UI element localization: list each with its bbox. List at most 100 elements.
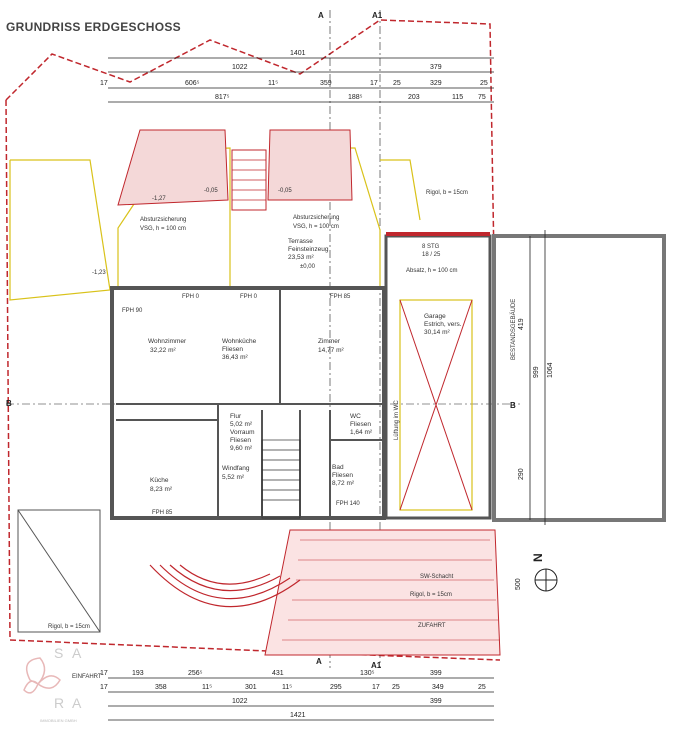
label-level-00: ±0,00: [300, 264, 316, 270]
parking-spot: [17, 509, 101, 633]
page-title: GRUNDRISS ERDGESCHOSS: [6, 20, 181, 34]
section-mark-a-top: A: [318, 11, 324, 20]
room-bad-finish: Fliesen: [332, 472, 353, 479]
dim-b2-17b: 17: [372, 684, 380, 691]
label-level-005: -0,05: [204, 188, 218, 194]
room-windfang: Windfang: [222, 465, 250, 472]
entrance-steps: [149, 564, 301, 608]
room-flur-area: 5,02 m²: [230, 421, 253, 428]
dim-b4-1421: 1421: [290, 712, 306, 719]
room-vorraum-finish: Fliesen: [230, 437, 251, 444]
room-wohnkueche: Wohnküche: [222, 338, 257, 345]
label-fph90: FPH 90: [122, 308, 143, 314]
label-fph0: FPH 0: [182, 294, 200, 300]
room-windfang-area: 5,52 m²: [222, 474, 245, 481]
dim-b-193: 193: [132, 670, 144, 677]
dim-1022: 1022: [232, 64, 248, 71]
room-wc-area: 1,64 m²: [350, 429, 373, 436]
dim-25b: 25: [480, 80, 488, 87]
label-bestand: BESTANDSGEBÄUDE: [510, 299, 517, 360]
room-garage: Garage: [424, 313, 446, 320]
dim-b-399: 399: [430, 670, 442, 677]
section-mark-a1-top: A1: [372, 11, 383, 20]
driveway: [264, 529, 501, 656]
label-stg1: 8 STG: [422, 244, 440, 250]
section-mark-b-right: B: [510, 401, 516, 410]
logo-letter-a: A: [72, 645, 82, 661]
label-rigol-bottom-right: Rigol, b = 15cm: [410, 592, 452, 598]
label-level-123: -1,23: [92, 270, 106, 276]
label-rigol-bottom-left: Rigol, b = 15cm: [48, 624, 90, 630]
label-vsg-left: VSG, h = 100 cm: [140, 226, 186, 232]
dim-17: 17: [100, 80, 108, 87]
dim-379: 379: [430, 64, 442, 71]
label-lueftung: Lüftung im WC: [394, 400, 400, 440]
dim-b2-349: 349: [432, 684, 444, 691]
dim-b2-25: 25: [392, 684, 400, 691]
logo-tagline: IMMOBILIEN GMBH: [40, 718, 77, 723]
room-terrasse: Terrasse: [288, 238, 313, 245]
dim-b2-295: 295: [330, 684, 342, 691]
company-logo: S A R A IMMOBILIEN GMBH: [23, 645, 82, 723]
label-fph85b: FPH 85: [330, 294, 351, 300]
label-fph85: FPH 85: [152, 510, 173, 516]
room-garage-finish: Estrich, vers.: [424, 321, 462, 328]
dim-606: 606⁵: [185, 80, 200, 87]
dim-r-1064: 1064: [547, 362, 554, 378]
dim-1401: 1401: [290, 50, 306, 57]
dim-25: 25: [393, 80, 401, 87]
dimension-lines-bottom: [108, 677, 494, 721]
room-wohnkueche-area: 36,43 m²: [222, 354, 248, 361]
label-einfahrt: EINFAHRT: [72, 674, 102, 680]
dim-b2-25b: 25: [478, 684, 486, 691]
dim-188: 188⁵: [348, 94, 363, 101]
dim-b3-1022: 1022: [232, 698, 248, 705]
room-wohnzimmer-area: 32,22 m²: [150, 347, 176, 354]
dim-75: 75: [478, 94, 486, 101]
dim-b-256: 256⁵: [188, 670, 203, 677]
existing-building: [492, 234, 666, 522]
label-absatz: Absatz, h = 100 cm: [406, 268, 458, 274]
room-wohnkueche-finish: Fliesen: [222, 346, 243, 353]
dim-b2-301: 301: [245, 684, 257, 691]
label-absturz-right: Absturzsicherung: [293, 215, 339, 221]
section-mark-a1-bottom: A1: [371, 661, 382, 670]
label-zufahrt: ZUFAHRT: [418, 623, 446, 629]
dim-r-419: 419: [518, 318, 525, 330]
room-bad-area: 8,72 m²: [332, 480, 355, 487]
label-sw-schacht: SW-Schacht: [420, 574, 454, 580]
label-fph0b: FPH 0: [240, 294, 258, 300]
dim-b2-11b: 11⁵: [282, 684, 292, 691]
dim-b2-17: 17: [100, 684, 108, 691]
label-level-127: -1,27: [152, 196, 166, 202]
section-mark-b-left: B: [6, 399, 12, 408]
section-mark-a-bottom: A: [316, 657, 322, 666]
dim-b-130: 130⁵: [360, 670, 375, 677]
dim-b-17: 17: [100, 670, 108, 677]
logo-letter-a2: A: [72, 695, 82, 711]
room-terrasse-area: 23,53 m²: [288, 254, 314, 261]
room-vorraum-area: 9,60 m²: [230, 445, 253, 452]
room-kueche-area: 8,23 m²: [150, 486, 173, 493]
dim-817: 817⁵: [215, 94, 230, 101]
label-rigol-top: Rigol, b = 15cm: [426, 190, 468, 196]
dim-r-999: 999: [533, 366, 540, 378]
room-bad: Bad: [332, 464, 344, 471]
label-fph140: FPH 140: [336, 501, 360, 507]
interior-staircase: [261, 439, 301, 519]
dim-115: 115: [452, 94, 463, 101]
room-flur: Flur: [230, 413, 242, 420]
dim-b2-11: 11⁵: [202, 684, 212, 691]
dim-359: 359: [320, 80, 332, 87]
room-wohnzimmer: Wohnzimmer: [148, 338, 187, 345]
dim-r-290: 290: [518, 468, 525, 480]
room-terrasse-finish: Feinsteinzeug: [288, 246, 329, 253]
dim-b3-399: 399: [430, 698, 442, 705]
dim-b-431: 431: [272, 670, 284, 677]
label-stg2: 18 / 25: [422, 252, 441, 258]
room-zimmer-area: 14,77 m²: [318, 347, 344, 354]
room-vorraum: Vorraum: [230, 429, 255, 436]
dim-11-5: 11⁵: [268, 80, 278, 87]
north-label: N: [531, 553, 545, 562]
